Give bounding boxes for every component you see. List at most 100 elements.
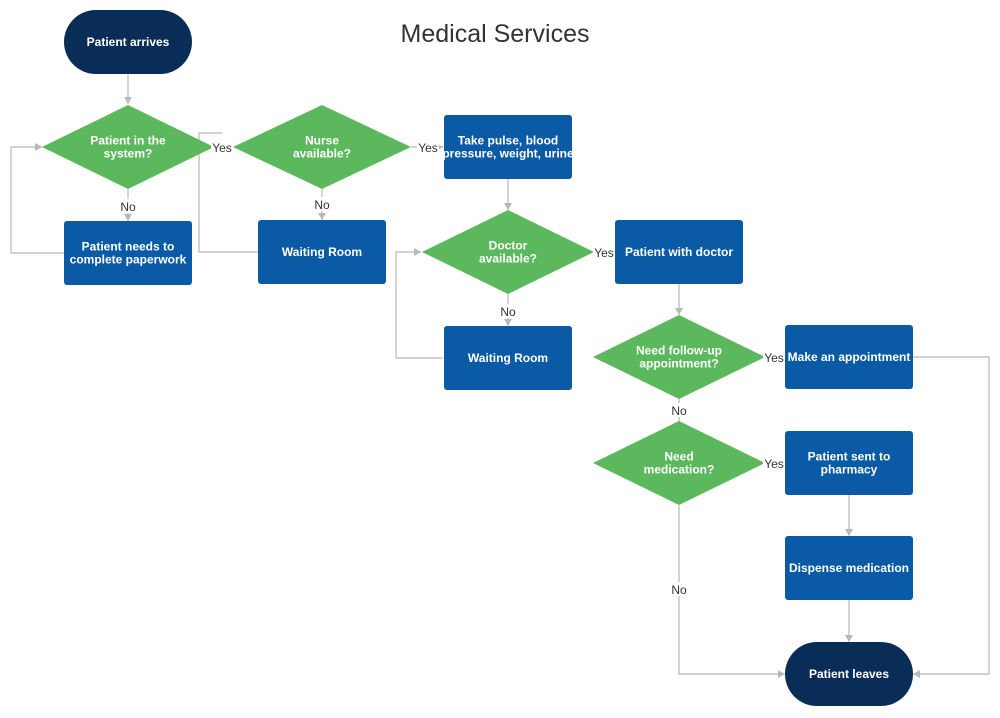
arrowhead-icon bbox=[675, 308, 683, 315]
arrowhead-icon bbox=[124, 97, 132, 104]
edge-need_medication-to-end bbox=[678, 505, 785, 678]
process-shape bbox=[615, 220, 743, 284]
node-label-line: Need bbox=[664, 450, 693, 464]
node-label-line: Patient arrives bbox=[87, 35, 170, 49]
node-label-line: pharmacy bbox=[821, 463, 878, 477]
edge-line bbox=[678, 505, 785, 675]
node-end: Patient leaves bbox=[785, 642, 913, 706]
edge-label-no: No bbox=[500, 305, 516, 319]
node-label-line: Take pulse, blood bbox=[458, 134, 558, 148]
node-make-appointment: Make an appointment bbox=[785, 325, 913, 389]
node-waiting-room-1: Waiting Room bbox=[258, 220, 386, 284]
edge-line bbox=[913, 356, 990, 675]
node-label-line: Patient sent to bbox=[808, 450, 891, 464]
node-label-line: Nurse bbox=[305, 134, 339, 148]
arrowhead-icon bbox=[504, 203, 512, 210]
edge-label-background bbox=[668, 582, 690, 596]
arrowhead-icon bbox=[318, 213, 326, 220]
node-label-line: system? bbox=[104, 147, 153, 161]
edge-make_appointment-to-end bbox=[913, 356, 990, 678]
process-shape bbox=[785, 431, 913, 495]
arrowhead-icon bbox=[504, 319, 512, 326]
edge-label-background bbox=[117, 199, 139, 213]
edge-label-yes: Yes bbox=[764, 457, 784, 471]
edge-label-no: No bbox=[314, 198, 330, 212]
node-label-line: complete paperwork bbox=[70, 253, 187, 267]
edge-label-background bbox=[763, 456, 785, 470]
terminal-shape bbox=[785, 642, 913, 706]
edge-label-no: No bbox=[671, 404, 687, 418]
arrowhead-icon bbox=[414, 248, 421, 256]
decision-shape bbox=[593, 315, 765, 399]
edge-pharmacy-to-dispense bbox=[845, 495, 853, 536]
edge-label-background bbox=[311, 197, 333, 211]
node-label-line: available? bbox=[479, 252, 537, 266]
decision-shape bbox=[42, 105, 214, 189]
arrowhead-icon bbox=[845, 635, 853, 642]
node-label-line: Dispense medication bbox=[789, 561, 909, 575]
edge-waiting_room_1-to-nurse_available bbox=[198, 132, 258, 253]
edge-label-yes: Yes bbox=[418, 141, 438, 155]
arrowhead-icon bbox=[778, 670, 785, 678]
decision-shape bbox=[593, 421, 765, 505]
edge-label-background bbox=[593, 245, 615, 259]
edges-layer bbox=[10, 74, 990, 678]
edge-label-background bbox=[211, 140, 233, 154]
process-shape bbox=[64, 221, 192, 285]
process-shape bbox=[258, 220, 386, 284]
node-label-line: available? bbox=[293, 147, 351, 161]
edge-label-background bbox=[668, 403, 690, 417]
node-label-line: Waiting Room bbox=[468, 351, 548, 365]
arrowhead-icon bbox=[913, 670, 920, 678]
edge-label-no: No bbox=[120, 200, 136, 214]
edge-dispense-to-end bbox=[845, 600, 853, 642]
node-start: Patient arrives bbox=[64, 10, 192, 74]
node-label-line: pressure, weight, urine bbox=[442, 147, 574, 161]
edge-label-yes: Yes bbox=[764, 351, 784, 365]
edge-label-no: No bbox=[671, 583, 687, 597]
edge-start-to-in_system bbox=[124, 74, 132, 104]
edge-label-yes: Yes bbox=[212, 141, 232, 155]
node-label-line: Doctor bbox=[489, 239, 528, 253]
diagram-title: Medical Services bbox=[401, 20, 590, 48]
node-dispense: Dispense medication bbox=[785, 536, 913, 600]
process-shape bbox=[785, 325, 913, 389]
process-shape bbox=[785, 536, 913, 600]
node-label-line: Patient with doctor bbox=[625, 245, 733, 259]
edge-with_doctor-to-follow_up bbox=[675, 284, 683, 315]
node-with-doctor: Patient with doctor bbox=[615, 220, 743, 284]
edge-label-background bbox=[417, 140, 439, 154]
node-label-line: appointment? bbox=[639, 357, 718, 371]
edge-label-background bbox=[497, 304, 519, 318]
edge-label-background bbox=[763, 350, 785, 364]
edge-paperwork-to-in_system bbox=[10, 143, 64, 254]
process-shape bbox=[444, 326, 572, 390]
arrowhead-icon bbox=[124, 214, 132, 221]
process-shape bbox=[444, 115, 572, 179]
edge-vitals-to-doctor_available bbox=[504, 179, 512, 210]
node-label-line: medication? bbox=[644, 463, 715, 477]
node-label-line: Patient needs to bbox=[82, 240, 175, 254]
terminal-shape bbox=[64, 10, 192, 74]
node-label-line: Patient leaves bbox=[809, 667, 889, 681]
node-label-line: Need follow-up bbox=[636, 344, 722, 358]
edge-waiting_room_2-to-doctor_available bbox=[395, 248, 443, 359]
node-label-line: Make an appointment bbox=[788, 350, 911, 364]
node-waiting-room-2: Waiting Room bbox=[444, 326, 572, 390]
decision-shape bbox=[422, 210, 594, 294]
arrowhead-icon bbox=[35, 143, 42, 151]
node-label-line: Patient in the bbox=[90, 134, 166, 148]
node-label-line: Waiting Room bbox=[282, 245, 362, 259]
